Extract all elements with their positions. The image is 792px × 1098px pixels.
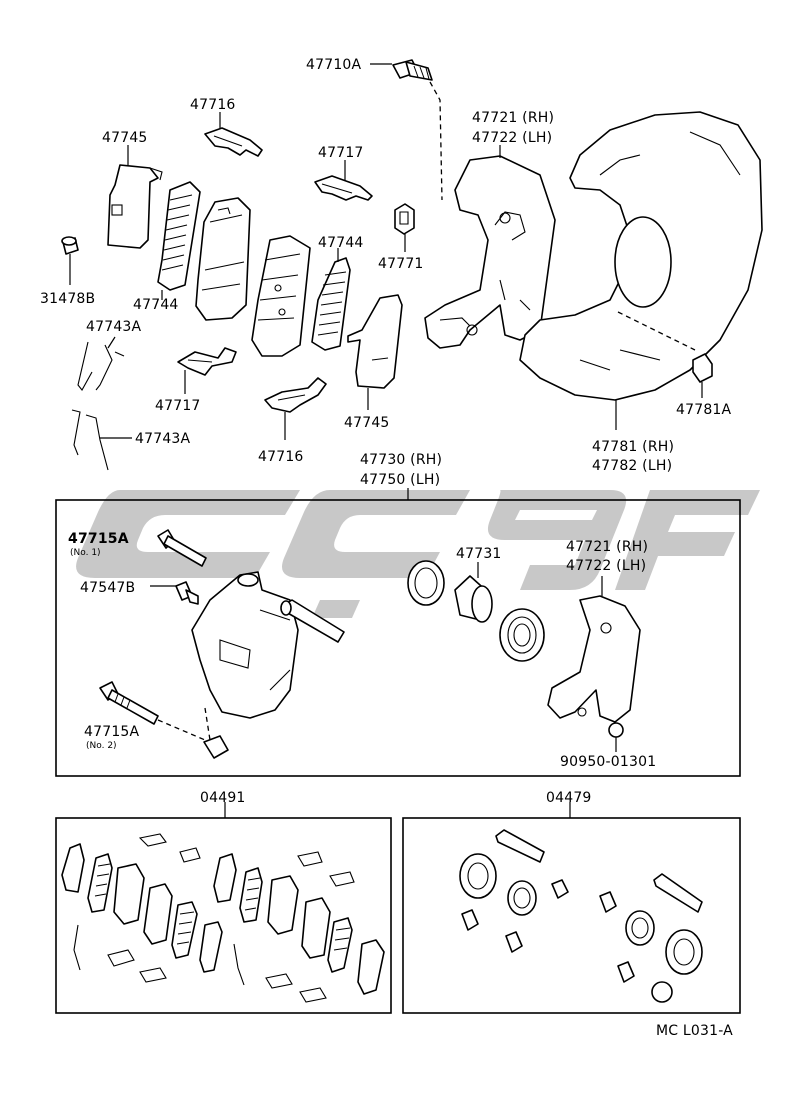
boot-part [203,735,229,759]
seal-kit-04479-contents [459,829,703,1003]
brake-pad-left-part [195,197,251,321]
bleeder-47547B-part [175,581,199,605]
watermark-logo [76,490,760,618]
label-47750: 47750 (LH) [360,472,440,488]
dust-shield-part [519,111,763,401]
label-47717-top: 47717 [318,145,364,161]
label-47710A: 47710A [306,57,362,73]
clip-47717-bottom-part [177,347,237,376]
label-47715A-no1: 47715A [68,531,129,547]
anti-squeal-shim-47744-right-part [311,257,351,351]
shim-47745-left-part [107,164,163,249]
caliper-bracket-top-part [424,155,556,349]
bolt-47710A-part [392,59,443,201]
label-47744-left: 47744 [133,297,179,313]
label-47782: 47782 (LH) [592,458,672,474]
slide-pin-47715A-no2-part [99,681,206,741]
piston-boot-part [499,608,545,662]
label-47731: 47731 [456,546,502,562]
slide-pin-47715A-no1-part [157,529,207,567]
label-47722-mid: 47722 (LH) [566,558,646,574]
bleeder-47771-part [394,203,415,235]
label-47745-top: 47745 [102,130,148,146]
wear-indicator-47743A-bottom-part [71,409,109,471]
cap-90950-01301-part [608,722,624,738]
label-04491: 04491 [200,790,246,806]
clip-47716-bottom-part [264,377,327,413]
label-47722-top: 47722 (LH) [472,130,552,146]
label-04479: 04479 [546,790,592,806]
label-47771: 47771 [378,256,424,272]
label-47744-right: 47744 [318,235,364,251]
label-47716-top: 47716 [190,97,236,113]
guide-pin-part [280,599,345,643]
bolt-47781A-part [692,353,713,383]
label-47715A-no2: 47715A [84,724,140,740]
label-47547B: 47547B [80,580,135,596]
label-47715A-no1-sub: (No. 1) [70,548,101,558]
label-47743A-bottom: 47743A [135,431,191,447]
label-47745-bottom: 47745 [344,415,390,431]
pad-kit-04491-frame [55,817,392,1014]
caliper-assembly-frame [55,499,741,777]
cap-31478B-part [61,236,79,255]
label-47781: 47781 (RH) [592,439,674,455]
shim-47745-right-part [347,294,403,389]
label-47730: 47730 (RH) [360,452,442,468]
label-47716-bottom: 47716 [258,449,304,465]
label-47717-bottom: 47717 [155,398,201,414]
brake-pad-center-part [251,235,311,357]
clip-47717-top-part [314,175,373,201]
label-90950-01301: 90950-01301 [560,754,656,770]
piston-47731-part [454,575,493,623]
pad-kit-04491-contents [61,833,385,1003]
label-47715A-no2-sub: (No. 2) [86,741,117,751]
label-31478B: 31478B [40,291,95,307]
label-47721-top: 47721 (RH) [472,110,554,126]
label-47743A-top: 47743A [86,319,142,335]
caliper-body-part [191,571,299,741]
anti-squeal-shim-47744-left-part [157,181,201,291]
piston-seal-part [407,560,445,606]
wear-indicator-47743A-top-part [77,341,125,391]
caliper-bracket-mid-part [547,595,641,723]
clip-47716-top-part [204,127,263,157]
seal-kit-04479-frame [402,817,741,1014]
label-47721-mid: 47721 (RH) [566,539,648,555]
label-47781A: 47781A [676,402,732,418]
reference-code: MC L031-A [656,1023,733,1039]
